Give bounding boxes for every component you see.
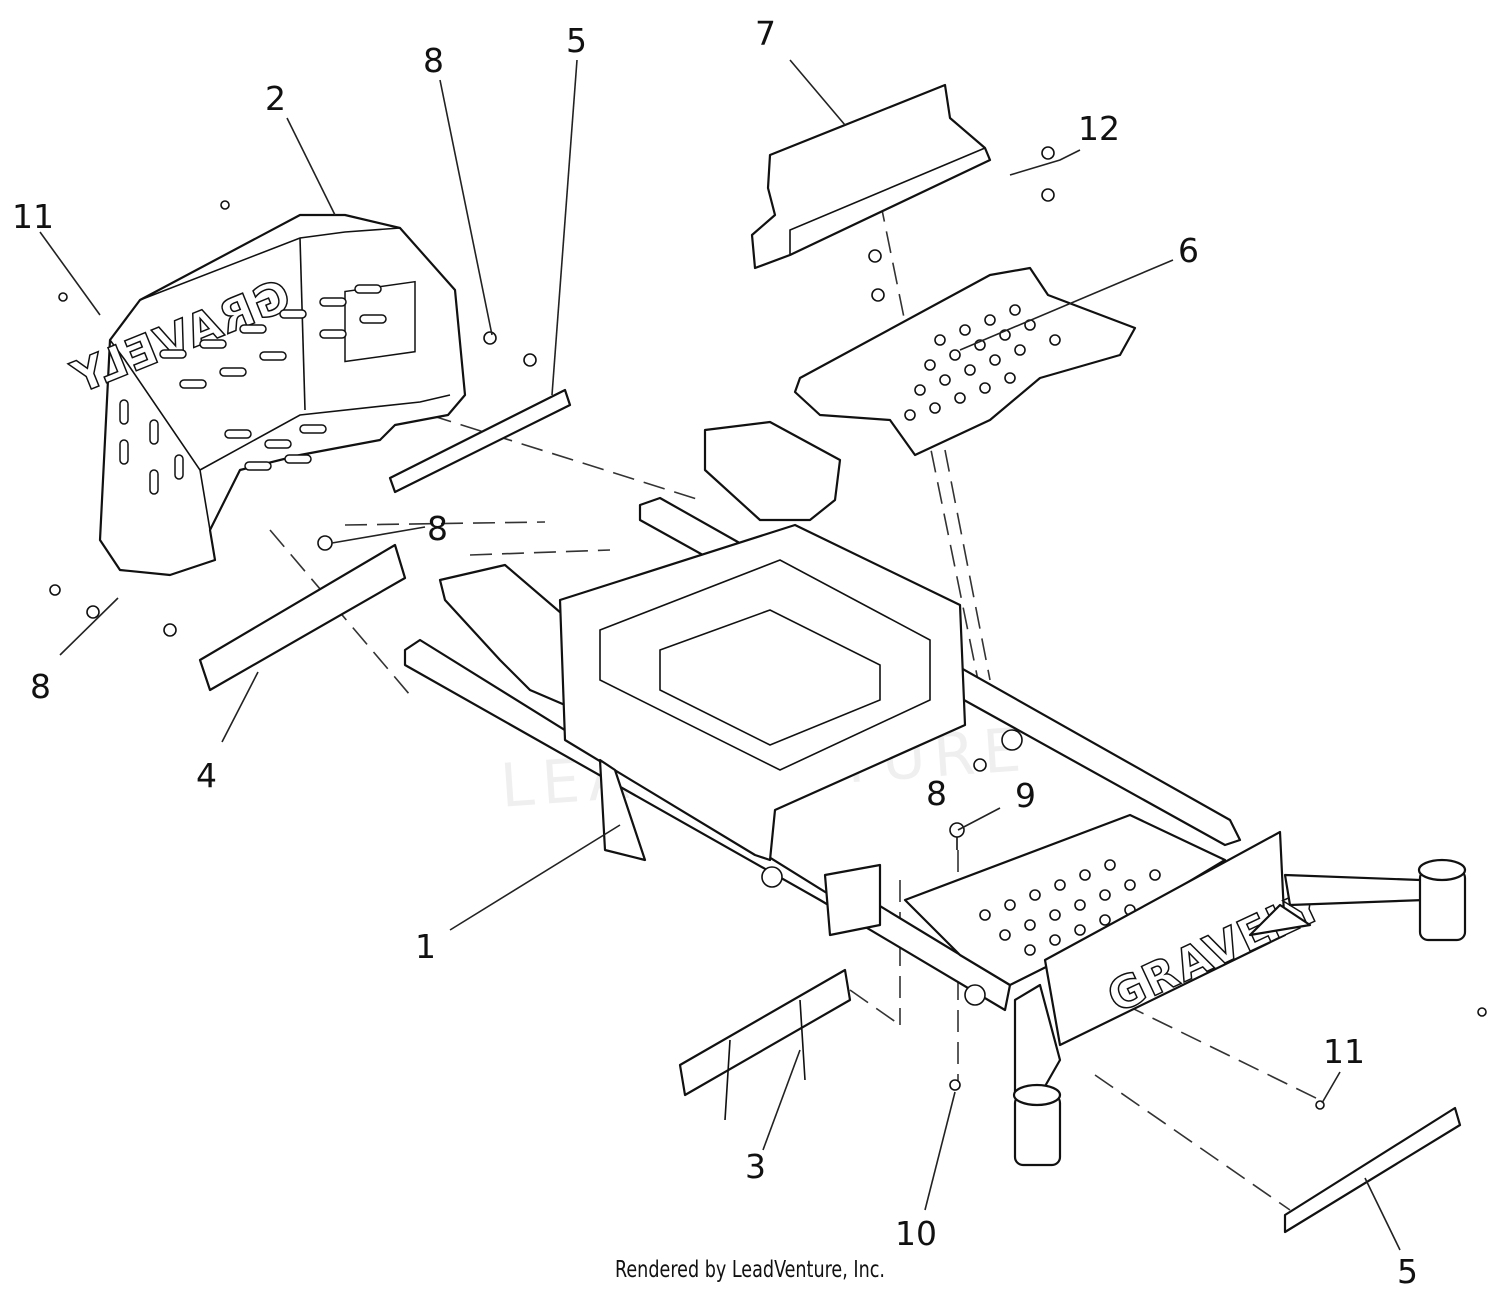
callout-2: 2 (265, 79, 286, 118)
callout-9: 9 (1015, 776, 1036, 815)
callout-4: 4 (196, 756, 217, 795)
callout-7: 7 (755, 14, 776, 53)
callout-6: 6 (1178, 231, 1199, 270)
render-credit: Rendered by LeadVenture, Inc. (615, 1257, 885, 1283)
callout-11a: 11 (12, 197, 54, 236)
callout-5a: 5 (566, 21, 587, 60)
seat-pan-part-2: GRAVELY (63, 213, 467, 577)
callout-10: 10 (895, 1214, 937, 1253)
callout-8b: 8 (427, 509, 448, 548)
foot-plate-holes (904, 304, 1061, 421)
strip-part-5-upper (388, 388, 572, 494)
callout-12: 12 (1078, 109, 1120, 148)
callout-8a: 8 (423, 41, 444, 80)
strip-part-4 (198, 543, 407, 692)
bracket-part-3 (678, 968, 852, 1121)
callout-3: 3 (745, 1147, 766, 1186)
callout-5b: 5 (1397, 1252, 1418, 1291)
callout-1: 1 (415, 927, 436, 966)
callout-11b: 11 (1323, 1032, 1365, 1071)
foot-plate-part-6 (793, 266, 1137, 457)
callout-labels: 1 2 3 4 5 5 6 7 8 8 8 8 9 10 11 11 12 (12, 14, 1418, 1291)
callout-8c: 8 (30, 667, 51, 706)
hardware-fasteners (49, 146, 1487, 1110)
seat-pan-slots (119, 284, 387, 495)
main-frame-part-1: GRAVELY (403, 420, 1467, 1167)
bracket-part-7 (750, 83, 992, 270)
strip-part-5-lower (1283, 1106, 1462, 1234)
callout-leader-lines (39, 59, 1401, 1251)
callout-8d: 8 (926, 774, 947, 813)
